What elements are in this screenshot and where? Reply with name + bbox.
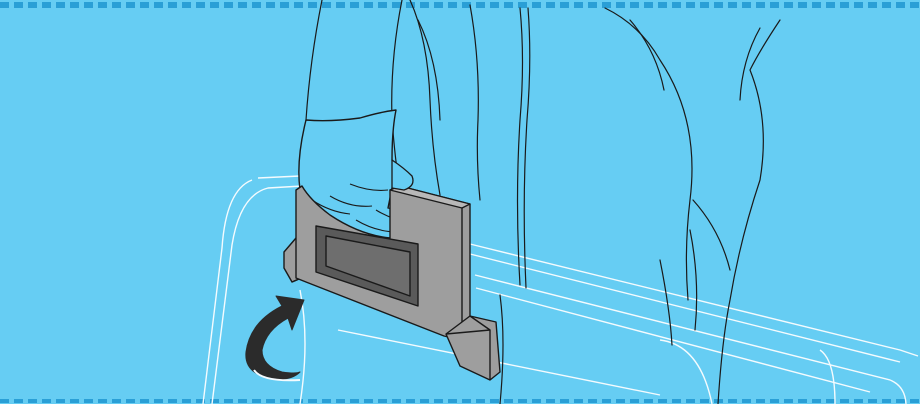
instruction-illustration <box>0 0 920 404</box>
illustration-canvas <box>0 0 920 404</box>
